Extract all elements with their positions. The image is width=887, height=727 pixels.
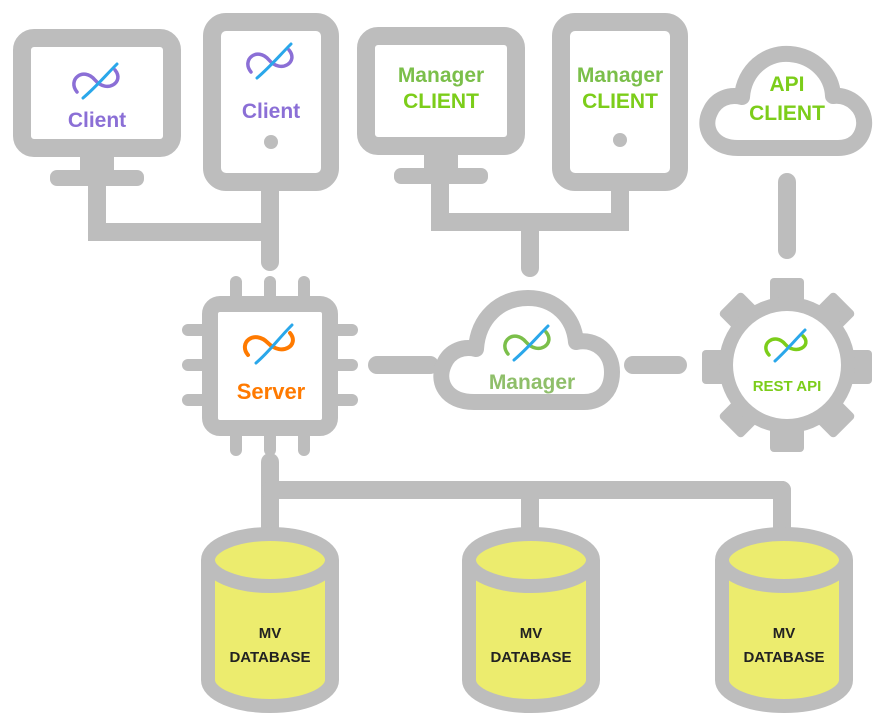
tablet-icon xyxy=(203,13,339,191)
server-label: Server xyxy=(237,379,306,404)
database-2-line1: MV xyxy=(520,625,543,642)
connector-lines xyxy=(88,173,796,539)
infinity-logo-icon xyxy=(503,324,551,362)
client-tablet-node: Client xyxy=(203,13,339,191)
database-icon xyxy=(201,527,339,713)
connector-client-monitor xyxy=(88,176,279,241)
manager-client-tablet-line1: Manager xyxy=(577,64,663,87)
gear-icon xyxy=(702,278,872,452)
tablet-icon xyxy=(552,13,688,191)
database-1-line2: DATABASE xyxy=(229,649,310,666)
manager-label: Manager xyxy=(489,371,575,394)
infinity-logo-icon xyxy=(72,62,120,100)
database-icon xyxy=(462,527,600,713)
client-tablet-label: Client xyxy=(242,100,300,123)
infinity-logo-icon xyxy=(764,328,808,363)
manager-client-monitor-line1: Manager xyxy=(398,64,484,87)
client-monitor-node: Client xyxy=(13,29,181,186)
client-monitor-label: Client xyxy=(68,109,126,132)
monitor-icon xyxy=(357,27,525,184)
monitor-icon xyxy=(13,29,181,186)
api-client-node: API CLIENT xyxy=(699,45,873,156)
manager-node: Manager xyxy=(433,290,620,410)
cloud-icon xyxy=(699,45,873,156)
manager-client-tablet-node: Manager CLIENT xyxy=(552,13,688,191)
server-node: Server xyxy=(182,276,358,456)
manager-client-tablet-line2: CLIENT xyxy=(582,90,658,113)
database-3-line1: MV xyxy=(773,625,796,642)
rest-api-label: REST API xyxy=(753,378,822,395)
database-1-line1: MV xyxy=(259,625,282,642)
database-2: MV DATABASE xyxy=(462,527,600,713)
database-icon xyxy=(715,527,853,713)
database-3: MV DATABASE xyxy=(715,527,853,713)
manager-client-monitor-line2: CLIENT xyxy=(403,90,479,113)
api-client-line2: CLIENT xyxy=(749,102,825,125)
manager-client-monitor-node: Manager CLIENT xyxy=(357,27,525,184)
database-2-line2: DATABASE xyxy=(490,649,571,666)
infinity-logo-icon xyxy=(242,323,295,365)
database-1: MV DATABASE xyxy=(201,527,339,713)
infinity-logo-icon xyxy=(246,42,294,80)
rest-api-node: REST API xyxy=(702,278,872,452)
database-3-line2: DATABASE xyxy=(743,649,824,666)
chip-icon xyxy=(182,276,358,456)
api-client-line1: API xyxy=(769,73,804,96)
